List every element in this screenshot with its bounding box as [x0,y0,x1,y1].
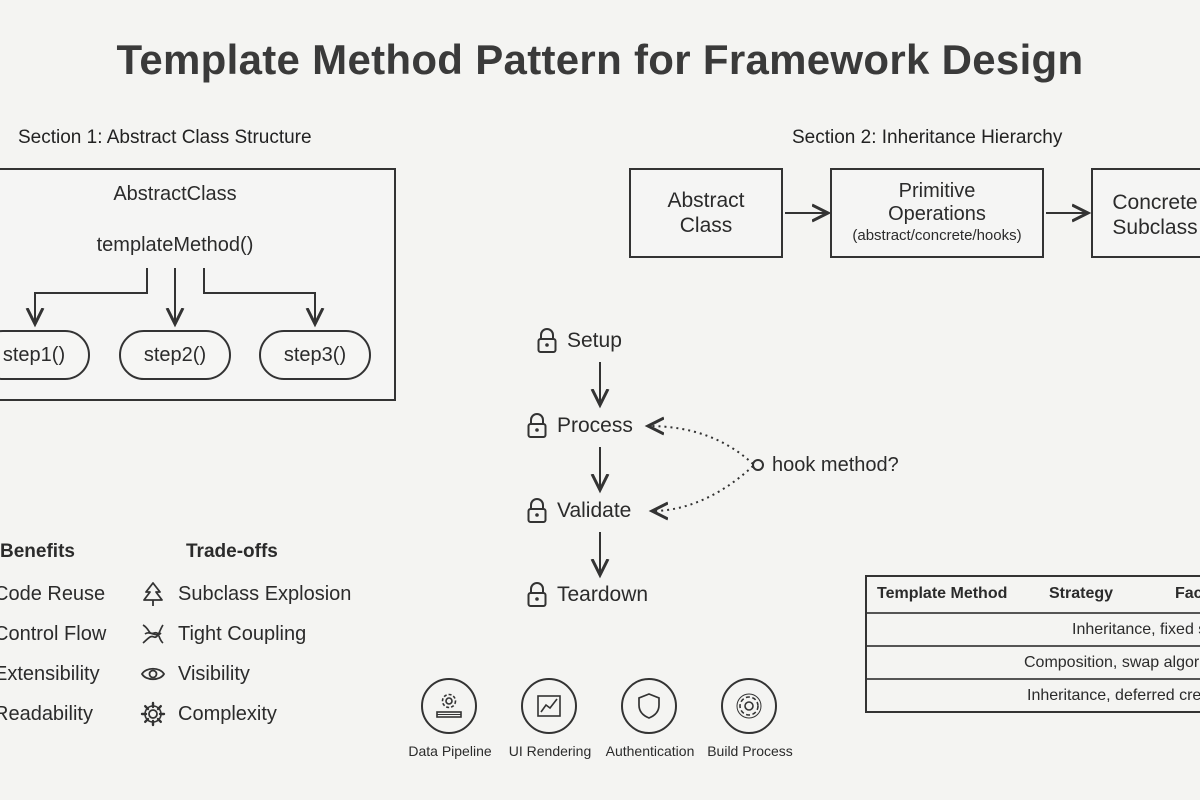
primitive-operations-line2: Operations [888,203,986,225]
primitive-operations-line1: Primitive [898,180,976,202]
lock-icon [527,582,547,607]
benefit-item: Code Reuse [0,582,106,605]
lock-icon [537,328,557,353]
hook-arrow-to-process [648,426,754,465]
use-case-label: Data Pipeline [408,743,492,759]
flow-step-label: Process [557,414,633,437]
shield-icon [638,693,660,719]
primitive-operations-sub: (abstract/concrete/hooks) [852,227,1022,244]
gear-icon [140,701,166,727]
table-row: Inheritance, fixed skeleton [1072,621,1200,638]
arrow-to-step1 [35,268,148,324]
tradeoff-label: Complexity [178,702,277,725]
table-header: Template Method [877,585,1008,602]
tradeoff-tight-coupling: Tight Coupling [140,621,306,647]
benefit-item: Readability [0,702,93,725]
arrow-to-step3 [203,268,315,324]
flow-connectors [520,362,764,620]
ui-rendering-icon-circle [521,678,577,734]
abstract-class-line2: Class [679,214,733,237]
section-1-connectors [0,268,400,400]
gear-badge-icon [736,693,762,719]
chart-window-icon [537,695,561,717]
tradeoff-complexity: Complexity [140,701,277,727]
table-divider [867,678,1200,680]
hook-node [752,459,764,471]
page-title: Template Method Pattern for Framework De… [116,36,1084,83]
section-2-heading: Section 2: Inheritance Hierarchy [792,127,1063,148]
tree-icon [143,582,163,606]
tradeoff-label: Tight Coupling [178,622,307,645]
eye-icon [140,667,166,681]
lock-icon [527,413,547,438]
flow-step-teardown: Teardown [527,582,648,608]
gear-pipeline-icon [436,693,462,718]
step2-node: step2() [119,330,231,380]
hook-method-label: hook method? [772,454,899,476]
data-pipeline-icon-circle [421,678,477,734]
table-row: Composition, swap algorithm [1024,654,1200,671]
flow-step-process: Process [527,413,633,439]
lock-icon [527,498,547,523]
tradeoff-subclass-explosion: Subclass Explosion [140,581,351,607]
tradeoff-label: Subclass Explosion [178,582,352,605]
tradeoffs-heading: Trade-offs [186,541,278,562]
flow-step-setup: Setup [537,328,622,354]
table-divider [867,645,1200,647]
use-case-label: Authentication [605,743,695,759]
table-divider [867,612,1200,614]
concrete-subclass-line1: Concrete [1112,191,1198,214]
hook-arrow-to-validate [652,465,754,511]
flow-step-validate: Validate [527,498,631,524]
benefits-heading: Benefits [0,541,75,562]
abstract-class-line1: Abstract [667,189,745,212]
abstract-class-name: AbstractClass [113,183,237,205]
build-process-icon-circle [721,678,777,734]
tradeoff-label: Visibility [178,662,250,685]
benefit-item: Extensibility [0,662,100,685]
tradeoff-visibility: Visibility [140,661,250,687]
step3-node: step3() [259,330,371,380]
section-1-heading: Section 1: Abstract Class Structure [18,127,312,148]
concrete-subclass-box: Concrete Subclass [1091,168,1200,258]
table-header: Factory [1175,585,1200,602]
tangle-icon [142,624,164,644]
use-case-label: UI Rendering [508,743,592,759]
hierarchy-abstract-class-box: Abstract Class [629,168,783,258]
concrete-subclass-line2: Subclass [1112,216,1198,239]
flow-step-label: Teardown [557,583,649,606]
table-row: Inheritance, deferred creation [1027,687,1200,704]
flow-step-label: Validate [557,499,632,522]
section-2-connectors [785,200,1100,230]
comparison-table: Template Method Strategy Factory Inherit… [865,575,1200,713]
template-method-label: templateMethod() [96,234,254,256]
flow-step-label: Setup [567,329,622,352]
authentication-icon-circle [621,678,677,734]
step1-node: step1() [0,330,90,380]
primitive-operations-box: Primitive Operations (abstract/concrete/… [830,168,1044,258]
use-case-label: Build Process [707,743,793,759]
benefit-item: Control Flow [0,622,107,645]
table-header: Strategy [1049,585,1114,602]
